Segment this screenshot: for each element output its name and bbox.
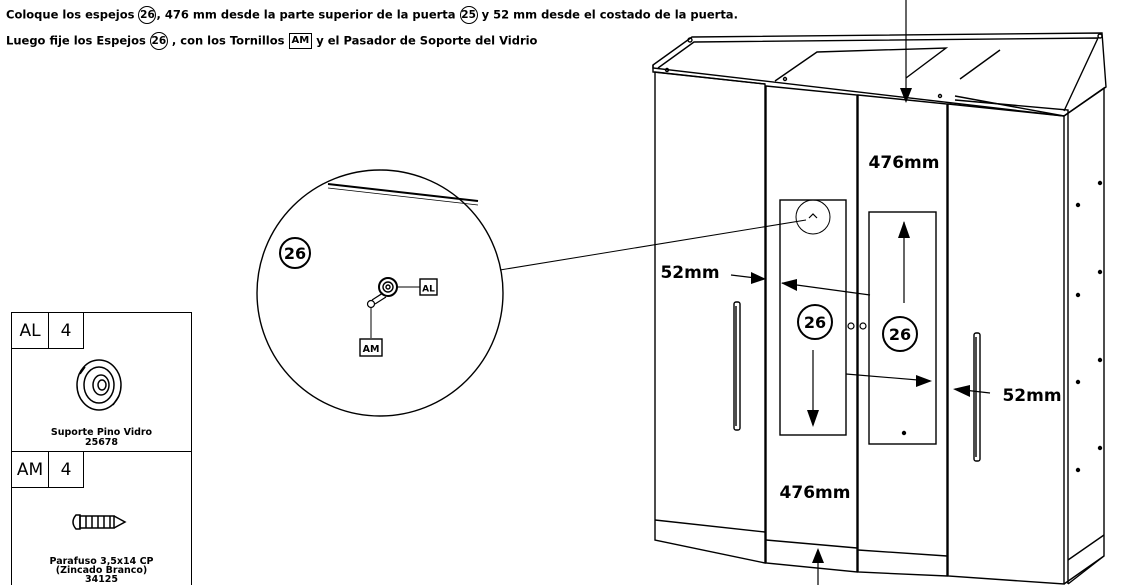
instruction-text: Luego fije los Espejos: [6, 33, 146, 48]
instruction-line-1: Coloque los espejos 26, 476 mm desde la …: [6, 6, 738, 24]
instruction-text: y 52 mm desde el costado de la puerta.: [481, 7, 738, 22]
callout-al-label: AL: [422, 285, 435, 295]
parts-list-table: AL 4 Suporte Pino Vidro 25678 AM 4 Paraf…: [11, 312, 192, 585]
instruction-text: Coloque los espejos: [6, 7, 135, 22]
mirror-right: [868, 211, 937, 445]
dimension-top-label: 476mm: [869, 153, 940, 173]
part-code: AL: [12, 313, 49, 349]
part-name: Suporte Pino Vidro: [50, 427, 153, 438]
detail-part-label: 26: [284, 244, 306, 263]
instruction-text: , 476 mm desde la parte superior de la p…: [156, 7, 456, 22]
part-ref-badge: 26: [149, 32, 168, 50]
instruction-text: , con los Tornillos: [171, 33, 285, 48]
wardrobe-left-door: [654, 71, 766, 564]
part-code: AM: [12, 452, 49, 488]
part-row-al: AL 4 Suporte Pino Vidro 25678: [12, 313, 191, 452]
hardware-ref-badge: AM: [288, 33, 313, 49]
part-quantity: 4: [49, 452, 84, 488]
dimension-left-label: 52mm: [660, 263, 719, 283]
wardrobe-center-left-door: [765, 85, 858, 573]
callout-box-al: [419, 278, 438, 296]
part-row-am: AM 4 Parafuso 3,5x14 CP (Zincado Branco)…: [12, 452, 191, 586]
instruction-text: y el Pasador de Soporte del Vidrio: [316, 33, 538, 48]
mirror-left-badge: 26: [804, 313, 826, 332]
screw-icon: [72, 514, 127, 530]
instruction-line-2: Luego fije los Espejos 26 , con los Torn…: [6, 32, 537, 50]
dimension-right-label: 52mm: [1002, 386, 1061, 406]
callout-box-am: [359, 338, 383, 357]
detail-door-edge: [327, 183, 479, 202]
wardrobe-top-panel: [652, 32, 1107, 117]
part-quantity: 4: [49, 313, 84, 349]
part-ref-badge: 26: [138, 6, 157, 24]
detail-part-badge: [279, 237, 311, 269]
detail-leader-line: [499, 219, 807, 271]
detail-magnifier-circle: [256, 169, 504, 417]
part-name-detail: (Zincado Branco): [55, 565, 148, 576]
pin-screw-detail-icon: [366, 277, 420, 338]
part-ref: 34125: [84, 574, 119, 585]
mirror-right-badge: 26: [889, 325, 911, 344]
wardrobe-right-door: [947, 86, 1105, 585]
part-name: Parafuso 3,5x14 CP: [49, 556, 154, 567]
wardrobe-center-right-door: [847, 94, 948, 577]
callout-am-label: AM: [363, 344, 380, 355]
dimension-arrows: [730, 0, 991, 585]
part-ref: 25678: [84, 437, 119, 448]
part-ref-badge: 25: [459, 6, 478, 24]
dimension-bottom-label: 476mm: [780, 483, 851, 503]
glass-pin-support-icon: [76, 359, 122, 411]
